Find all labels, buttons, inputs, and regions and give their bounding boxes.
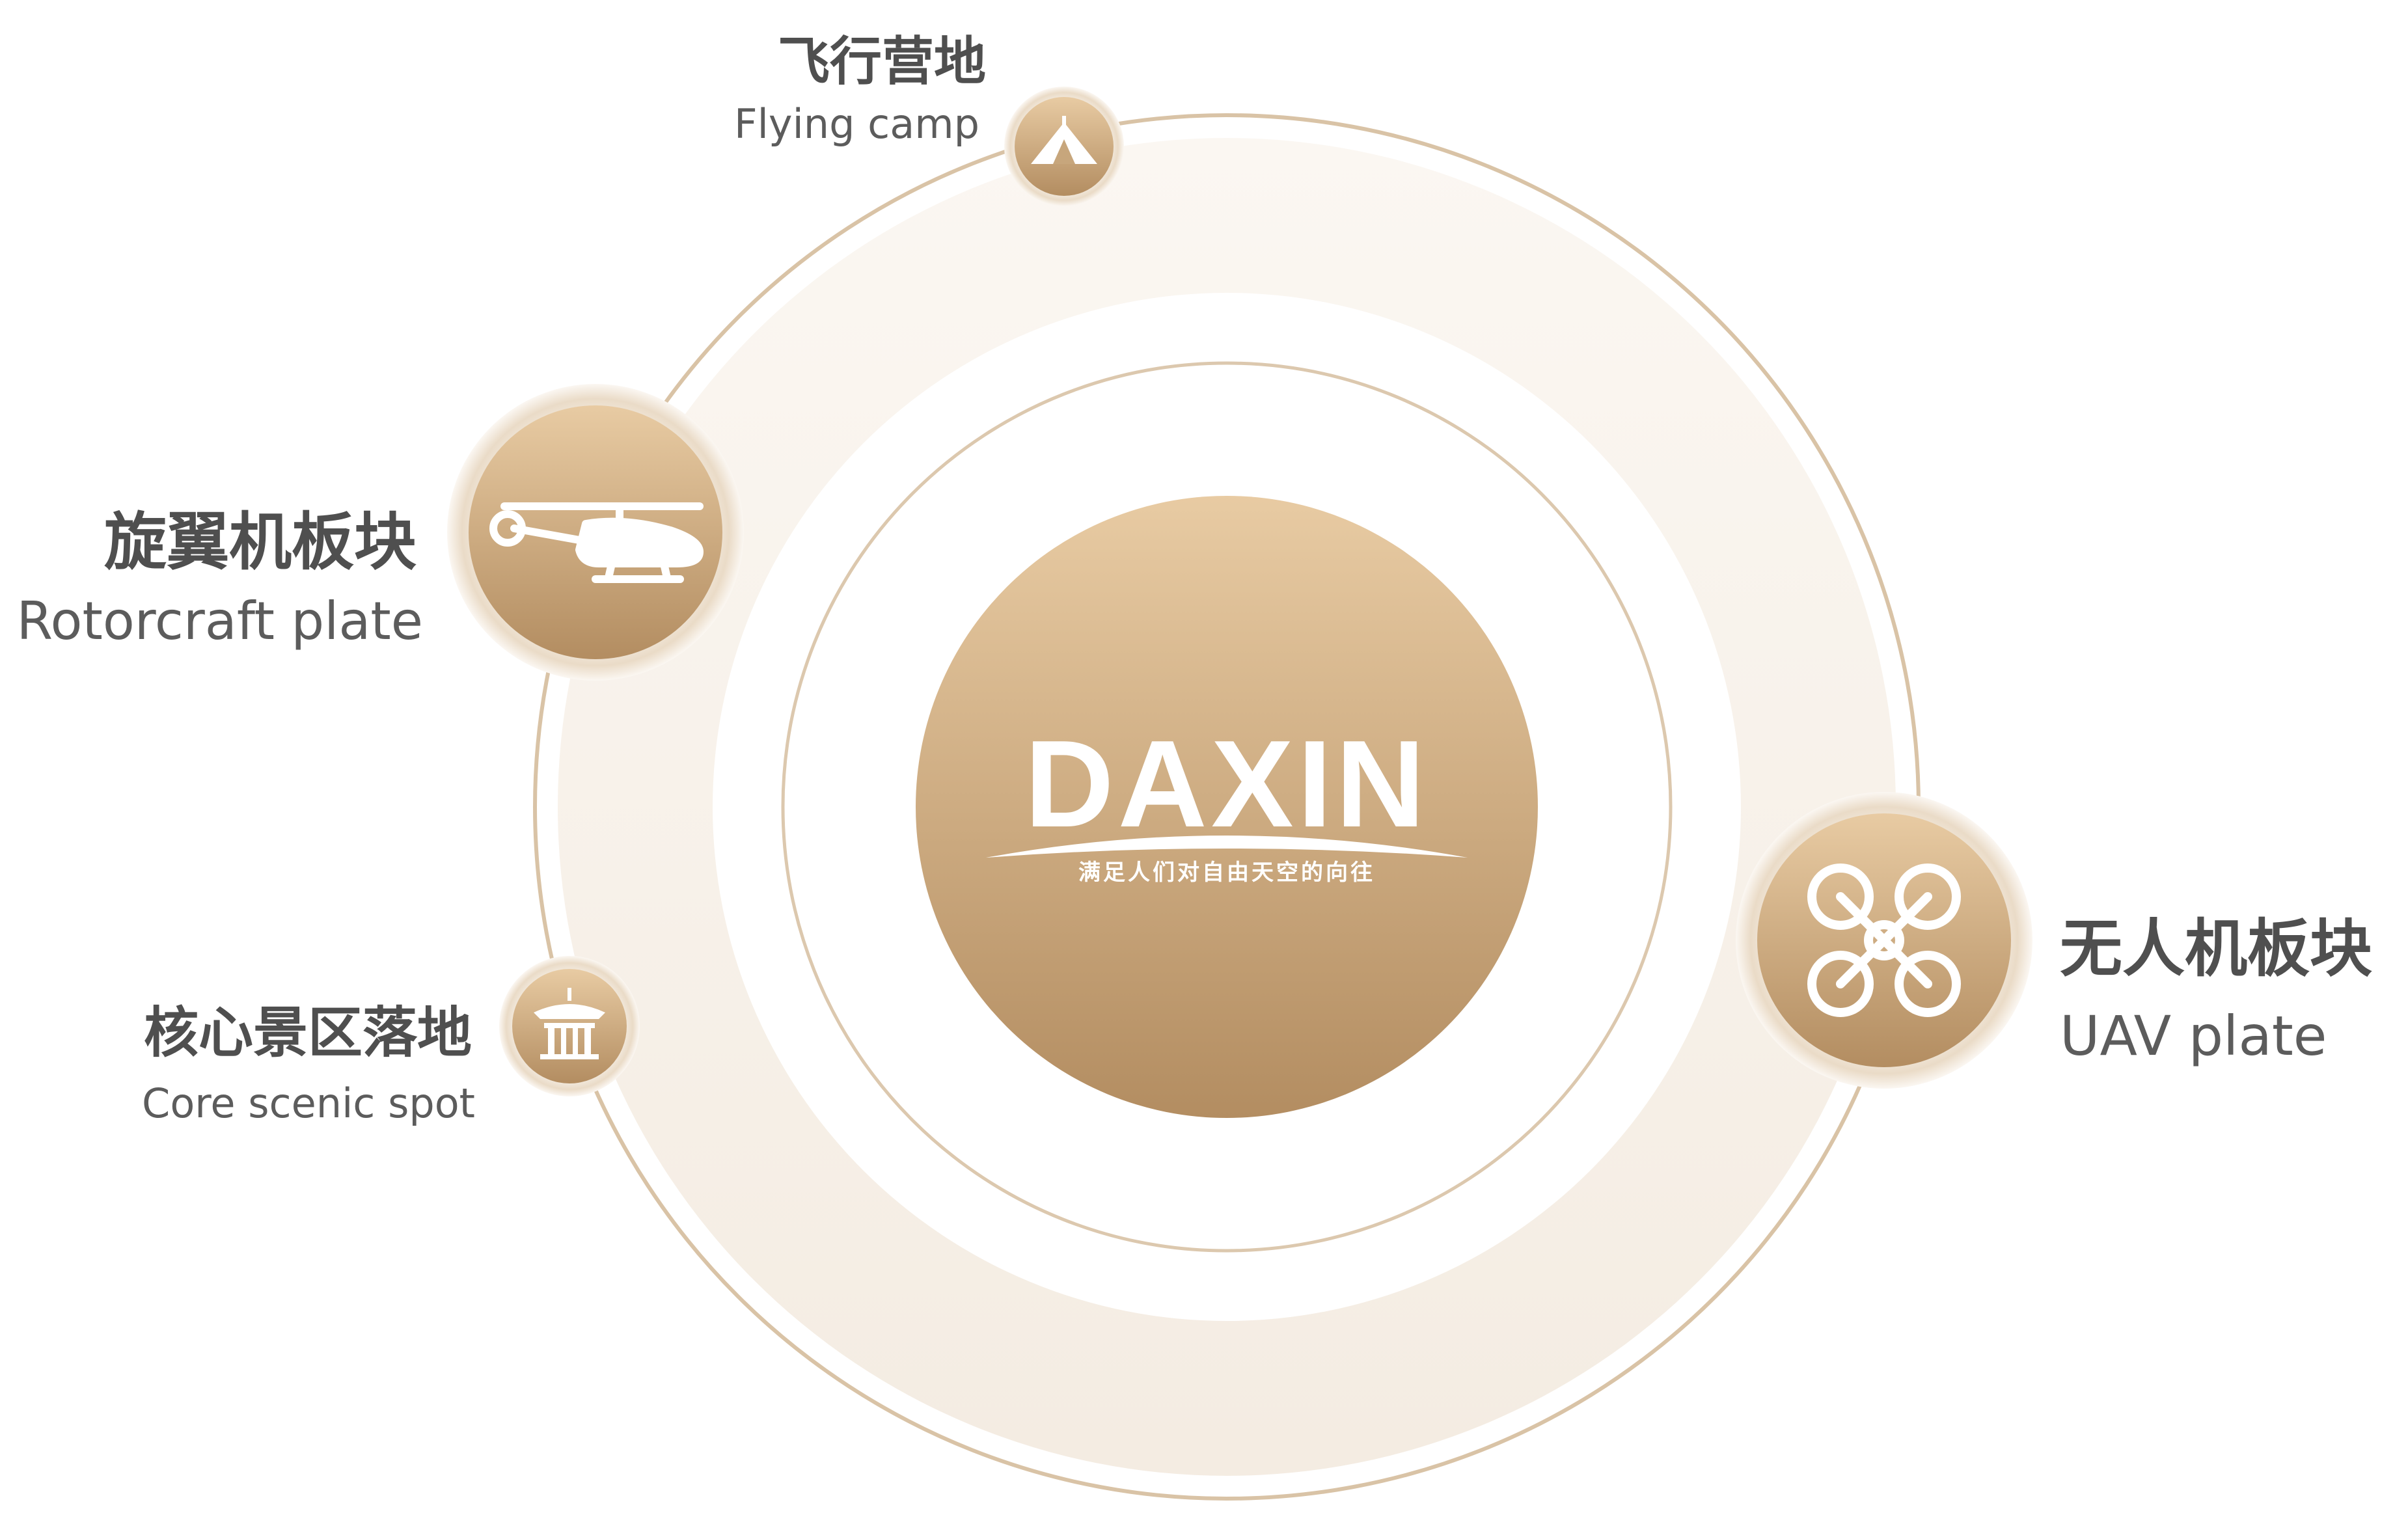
inner-ring-line <box>781 361 1673 1253</box>
label-rotorcraft-en: Rotorcraft plate <box>16 591 423 651</box>
center-disc <box>916 496 1538 1118</box>
helicopter-icon <box>489 502 704 583</box>
node-flying-camp[interactable] <box>1004 87 1124 206</box>
node-rotorcraft[interactable] <box>447 384 744 681</box>
label-core-scenic-en: Core scenic spot <box>142 1080 475 1127</box>
node-uav[interactable] <box>1736 792 2032 1089</box>
drone-icon <box>1807 864 1961 1017</box>
pavilion-icon <box>534 988 605 1059</box>
label-core-scenic-zh: 核心景区落地 <box>143 1001 472 1065</box>
label-flying-camp-zh: 飞行营地 <box>778 31 986 92</box>
node-core-scenic[interactable] <box>499 956 640 1096</box>
logo-swoosh <box>986 836 1468 858</box>
label-uav-en: UAV plate <box>2060 1004 2327 1068</box>
tent-icon <box>1031 116 1097 164</box>
brand-slogan: 满足人们对自由天空的向往 <box>1078 860 1375 886</box>
label-rotorcraft-zh: 旋翼机板块 <box>104 506 417 578</box>
label-uav-zh: 无人机板块 <box>2060 912 2372 985</box>
label-flying-camp-en: Flying camp <box>734 100 979 148</box>
brand-logo: DAXIN <box>1024 715 1429 853</box>
